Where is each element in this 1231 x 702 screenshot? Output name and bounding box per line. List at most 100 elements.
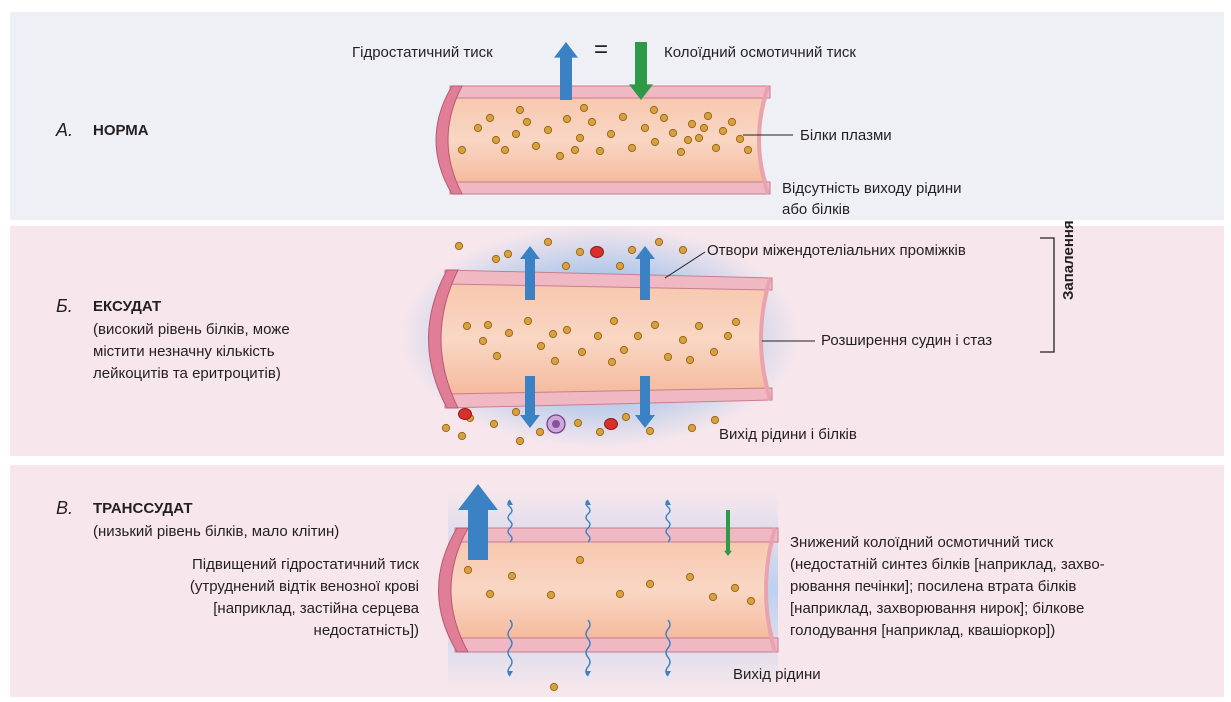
protein-dot <box>660 114 667 121</box>
protein-dot <box>458 432 465 439</box>
protein-dot <box>484 321 491 328</box>
protein-dot <box>596 147 603 154</box>
label-increased-hydrostatic-line1: Підвищений гідростатичний тиск <box>192 555 419 575</box>
protein-dot <box>732 318 739 325</box>
protein-dot <box>710 348 717 355</box>
protein-dot <box>588 118 595 125</box>
label-decreased-oncotic-line3: рювання печінки]; посилена втрата білків <box>790 577 1076 597</box>
protein-dot <box>574 419 581 426</box>
protein-dot <box>688 424 695 431</box>
protein-dot <box>556 152 563 159</box>
protein-dot <box>679 246 686 253</box>
protein-dot <box>622 413 629 420</box>
protein-dot <box>650 106 657 113</box>
protein-dot <box>695 134 702 141</box>
protein-dot <box>677 148 684 155</box>
protein-dot <box>664 353 671 360</box>
protein-dot <box>655 238 662 245</box>
section-b-heading: ЕКСУДАТ <box>93 297 161 317</box>
protein-dot <box>532 142 539 149</box>
protein-dot <box>688 120 695 127</box>
label-no-outflow-line1: Відсутність виходу рідини <box>782 179 962 199</box>
protein-dot <box>512 130 519 137</box>
protein-dot <box>634 332 641 339</box>
protein-dot <box>442 424 449 431</box>
section-a-heading: НОРМА <box>93 121 149 141</box>
protein-dot <box>516 106 523 113</box>
protein-dot <box>684 136 691 143</box>
label-increased-hydrostatic-line4: недостатність]) <box>314 621 419 641</box>
label-fluid-protein-outflow: Вихід рідини і білків <box>719 425 857 445</box>
protein-dot <box>576 248 583 255</box>
protein-dot <box>669 129 676 136</box>
protein-dot <box>580 104 587 111</box>
red-blood-cell <box>459 409 472 420</box>
label-decreased-oncotic-line2: (недостатній синтез білків [наприклад, з… <box>790 555 1105 575</box>
protein-dot <box>651 138 658 145</box>
label-vasodilation-stasis: Розширення судин і стаз <box>821 331 992 351</box>
protein-dot <box>608 358 615 365</box>
protein-dot <box>544 126 551 133</box>
protein-dot <box>524 317 531 324</box>
protein-dot <box>563 115 570 122</box>
protein-dot <box>501 146 508 153</box>
protein-dot <box>686 356 693 363</box>
protein-dot <box>576 134 583 141</box>
label-increased-hydrostatic-line3: [наприклад, застійна серцева <box>213 599 419 619</box>
label-decreased-oncotic-line5: голодування [наприклад, квашіоркор]) <box>790 621 1055 641</box>
protein-dot <box>711 416 718 423</box>
protein-dot <box>679 336 686 343</box>
label-decreased-oncotic-line4: [наприклад, захворювання нирок]; білкове <box>790 599 1084 619</box>
red-blood-cell <box>591 247 604 258</box>
protein-dot <box>547 591 554 598</box>
label-oncotic-pressure: Колоїдний осмотичний тиск <box>664 43 856 63</box>
label-hydrostatic-pressure: Гідростатичний тиск <box>352 43 493 63</box>
protein-dot <box>516 437 523 444</box>
protein-dot <box>508 572 515 579</box>
protein-dot <box>646 580 653 587</box>
protein-dot <box>704 112 711 119</box>
protein-dot <box>505 329 512 336</box>
protein-dot <box>747 597 754 604</box>
protein-dot <box>562 262 569 269</box>
protein-dot <box>464 566 471 573</box>
section-b-desc-line3: лейкоцитів та еритроцитів) <box>93 364 281 384</box>
protein-dot <box>731 584 738 591</box>
protein-dot <box>719 127 726 134</box>
section-c-heading: ТРАНССУДАТ <box>93 499 193 519</box>
protein-dot <box>536 428 543 435</box>
protein-dot <box>455 242 462 249</box>
protein-dot <box>493 352 500 359</box>
protein-dot <box>474 124 481 131</box>
protein-dot <box>616 590 623 597</box>
protein-dot <box>492 136 499 143</box>
protein-dot <box>744 146 751 153</box>
label-no-outflow-line2: або білків <box>782 200 850 220</box>
label-interendothelial-gaps: Отвори міжендотеліальних проміжків <box>707 241 966 261</box>
equals-sign: = <box>594 40 608 60</box>
protein-dot <box>686 573 693 580</box>
protein-dot <box>458 146 465 153</box>
label-decreased-oncotic-line1: Знижений колоїдний осмотичний тиск <box>790 533 1053 553</box>
protein-dot <box>728 118 735 125</box>
section-a-letter: А. <box>56 120 73 140</box>
protein-dot <box>620 346 627 353</box>
protein-dot <box>544 238 551 245</box>
protein-dot <box>695 322 702 329</box>
section-b-letter: Б. <box>56 296 73 316</box>
protein-dot <box>537 342 544 349</box>
protein-dot <box>610 317 617 324</box>
protein-dot <box>490 420 497 427</box>
protein-dot <box>736 135 743 142</box>
protein-dot <box>512 408 519 415</box>
protein-dot <box>486 114 493 121</box>
protein-dot <box>463 322 470 329</box>
protein-dot <box>596 428 603 435</box>
protein-dot <box>607 130 614 137</box>
protein-dot <box>504 250 511 257</box>
red-blood-cell <box>605 419 618 430</box>
protein-dot <box>550 683 557 690</box>
protein-dot <box>563 326 570 333</box>
protein-dot <box>651 321 658 328</box>
protein-dot <box>628 246 635 253</box>
